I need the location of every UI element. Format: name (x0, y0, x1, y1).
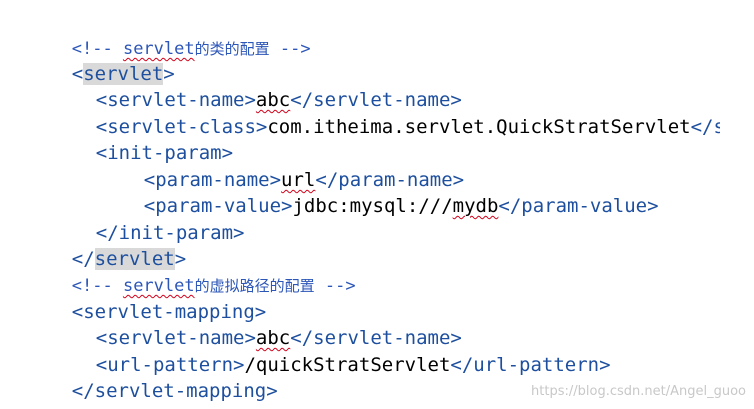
comment-keyword: servlet (122, 39, 195, 59)
tag: <init-param> (95, 142, 234, 164)
tag-close: </param-value> (498, 195, 659, 217)
element-value: abc (255, 89, 291, 111)
tag-close-truncated: </se (690, 116, 720, 138)
tag-open: <param-name> (143, 169, 282, 191)
comment-cjk-text: 的虚拟路径的配置 (194, 277, 315, 295)
element-value: abc (255, 327, 291, 349)
code-line-param-value: <param-value>jdbc:mysql:///mydb</param-v… (98, 167, 659, 217)
element-value-prefix: jdbc:mysql:/// (292, 195, 453, 217)
tag: </init-param> (95, 222, 245, 244)
tag-close: </servlet-name> (290, 89, 462, 111)
element-value: com.itheima.servlet.QuickStratServlet (267, 116, 691, 138)
code-line-servlet-class: <servlet-class>com.itheima.servlet.Quick… (50, 88, 720, 138)
tag-bracket-close: > (163, 63, 175, 85)
tag-open: <servlet-name> (95, 327, 256, 349)
tag-close: </servlet-name> (290, 327, 462, 349)
element-value: /quickStratServlet (244, 354, 451, 376)
code-line-comment-mapping-config: <!-- servlet的虚拟路径的配置 --> (26, 246, 356, 296)
code-line-servlet-name: <servlet-name>abc</servlet-name> (50, 61, 462, 111)
watermark-text: https://blog.csdn.net/Angel_guoo (531, 384, 746, 399)
tag-open: <servlet-class> (95, 116, 268, 138)
code-line-servlet-open: <servlet> (26, 35, 175, 85)
code-editor: <!-- servlet的类的配置 --> <servlet> <servlet… (26, 9, 720, 402)
tag-name-highlighted: servlet (94, 248, 175, 270)
code-line-mapping-servlet-name: <servlet-name>abc</servlet-name> (50, 299, 462, 349)
tag-open: <url-pattern> (95, 354, 245, 376)
tag-close: </param-name> (315, 169, 465, 191)
comment-cjk-text: 的类的配置 (194, 40, 270, 58)
tag: </servlet-mapping> (71, 380, 278, 402)
comment-open: <!-- (71, 276, 123, 296)
code-line-param-name: <param-name>url</param-name> (98, 141, 464, 191)
tag-bracket-open: </ (71, 248, 95, 270)
comment-close: --> (314, 276, 356, 296)
element-value-db: mydb (452, 195, 499, 217)
code-line-init-param-close: </init-param> (50, 194, 245, 244)
tag-bracket-open: < (71, 63, 84, 85)
comment-open: <!-- (71, 39, 123, 59)
element-value: url (281, 169, 316, 191)
tag-bracket-close: > (174, 248, 187, 270)
comment-keyword: servlet (122, 276, 195, 296)
code-line-comment-servlet-config: <!-- servlet的类的配置 --> (26, 9, 311, 59)
code-line-init-param-open: <init-param> (50, 114, 233, 164)
code-line-servlet-close: </servlet> (26, 220, 186, 270)
code-line-url-pattern: <url-pattern>/quickStratServlet</url-pat… (50, 326, 611, 376)
code-line-servlet-mapping-open: <servlet-mapping> (26, 273, 266, 323)
comment-close: --> (269, 39, 311, 59)
tag-open: <param-value> (143, 195, 293, 217)
code-line-servlet-mapping-close: </servlet-mapping> (26, 352, 278, 402)
tag-name-highlighted: servlet (83, 63, 164, 85)
tag-close: </url-pattern> (450, 354, 611, 376)
tag: <servlet-mapping> (71, 301, 267, 323)
tag-open: <servlet-name> (95, 89, 256, 111)
